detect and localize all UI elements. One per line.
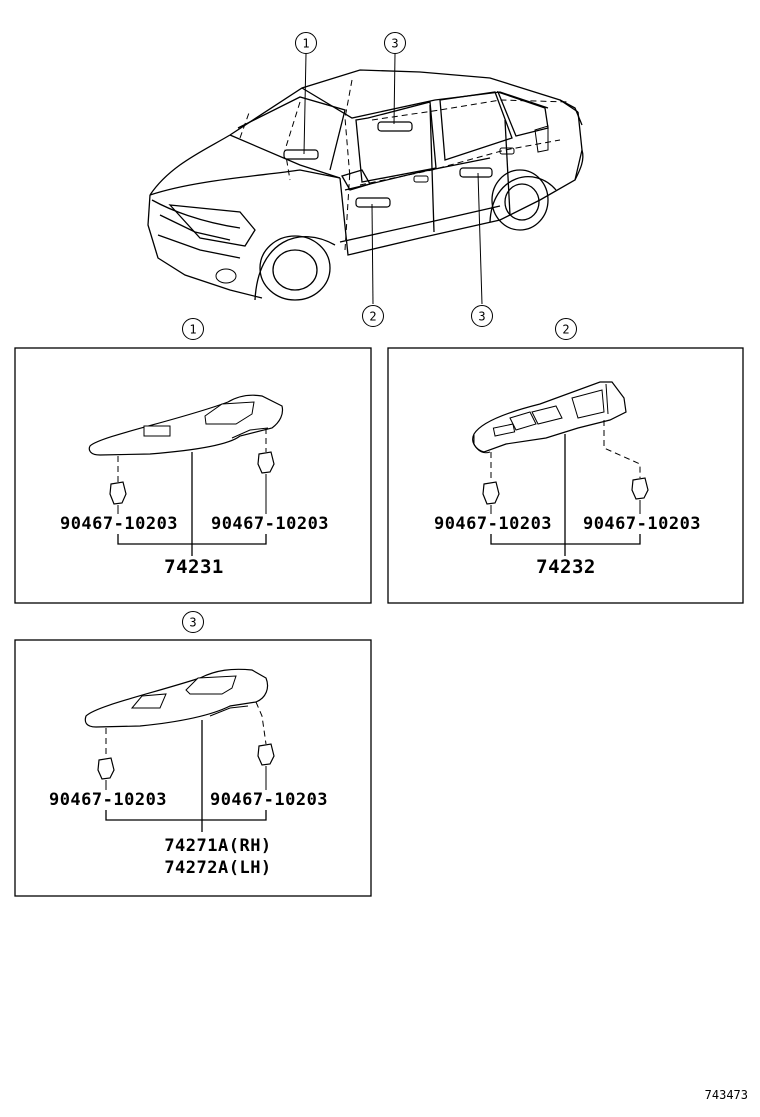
panel-2-frame — [387, 347, 744, 604]
clip-right-icon — [257, 743, 275, 766]
figure-number: 743473 — [705, 1088, 748, 1102]
switch-hole — [185, 675, 237, 695]
clip-right-icon — [631, 477, 649, 500]
main-part-number: 74232 — [536, 556, 596, 578]
main-part-number-rh: 74271A(RH) — [164, 836, 271, 856]
callout-label: 2 — [562, 323, 569, 337]
car-callout-3-top: 3 — [384, 32, 406, 54]
main-part-number-lh: 74272A(LH) — [164, 858, 271, 878]
panel-2-callout: 2 — [555, 318, 577, 340]
car-callout-1: 1 — [295, 32, 317, 54]
switch-base-74271A — [84, 668, 269, 728]
panel-1-callout: 1 — [182, 318, 204, 340]
switch-hole — [130, 693, 167, 709]
switch-hole — [204, 401, 255, 425]
clip-right-part-number: 90467-10203 — [210, 790, 328, 810]
panel-3-frame — [14, 639, 372, 897]
callout-label: 3 — [478, 310, 485, 324]
switch-hole — [509, 411, 537, 431]
panel-3: 3 90467-10203 90467-10203 74271A(RH) 742… — [14, 611, 372, 897]
clip-left-icon — [97, 757, 115, 780]
callout-label: 3 — [189, 616, 196, 630]
clip-right-icon — [257, 451, 275, 474]
car-illustration: 1 3 2 3 — [147, 32, 584, 327]
callout-label: 2 — [369, 310, 376, 324]
switch-hole — [571, 389, 605, 419]
callout-label: 1 — [302, 37, 309, 51]
switch-hole — [531, 405, 563, 425]
clip-left-part-number: 90467-10203 — [49, 790, 167, 810]
panel-3-callout: 3 — [182, 611, 204, 633]
clip-left-part-number: 90467-10203 — [434, 514, 552, 534]
clip-right-part-number: 90467-10203 — [583, 514, 701, 534]
clip-left-part-number: 90467-10203 — [60, 514, 178, 534]
switch-hole — [143, 425, 171, 437]
clip-left-icon — [482, 481, 500, 505]
callout-label: 3 — [391, 37, 398, 51]
panel-1: 1 90467-10203 90467-10203 74231 — [14, 318, 372, 604]
callout-label: 1 — [189, 323, 196, 337]
car-callout-2: 2 — [362, 305, 384, 327]
clip-right-part-number: 90467-10203 — [211, 514, 329, 534]
panel-1-frame — [14, 347, 372, 604]
main-part-number: 74231 — [164, 556, 224, 578]
panel-2: 2 90467-10203 90467-10203 74232 — [387, 318, 744, 604]
car-callout-3-bottom: 3 — [471, 305, 493, 327]
clip-left-icon — [109, 481, 127, 505]
